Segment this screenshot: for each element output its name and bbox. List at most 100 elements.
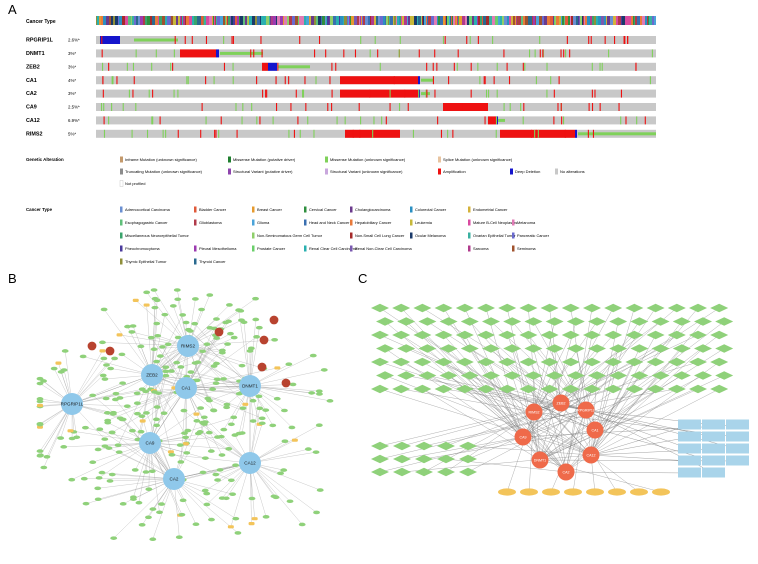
mirna-node	[252, 317, 260, 322]
network-b-edge	[83, 356, 153, 376]
amplification-tick	[436, 62, 438, 71]
mirna-node	[131, 468, 139, 472]
mirna-node	[199, 470, 207, 475]
cancer-strip-segment	[445, 16, 446, 25]
missense-tick	[620, 116, 622, 125]
mirna-node	[418, 317, 437, 326]
cancer-strip-segment	[640, 16, 642, 25]
cancer-strip-segment	[109, 16, 111, 25]
network-b-hub-edge	[71, 374, 153, 405]
drug-node	[167, 450, 174, 454]
amplification-tick	[624, 36, 626, 44]
missense-tick	[336, 116, 338, 125]
mirna-node	[112, 397, 119, 402]
cancer-strip-segment	[131, 16, 132, 25]
mirna-node	[298, 522, 306, 527]
amplification-block	[180, 49, 216, 58]
cancer-strip-segment	[607, 16, 610, 25]
gene-percent: 3%*	[68, 51, 76, 56]
mirna-node	[174, 335, 182, 340]
cancer-strip-segment	[233, 16, 235, 25]
missense-block	[421, 92, 430, 96]
cancer-strip-segment	[592, 16, 594, 25]
alteration-legend-swatch	[120, 156, 123, 163]
amplification-tick	[200, 129, 202, 138]
panel-c-label: C	[358, 271, 367, 286]
cancer-strip-segment	[106, 16, 109, 25]
mirna-node	[36, 399, 44, 404]
network-c-edge	[507, 361, 562, 404]
network-c-edge	[585, 361, 656, 411]
mirna-node	[142, 470, 150, 474]
mirna-node	[176, 443, 184, 447]
mirna-node	[119, 381, 127, 385]
mirna-node	[129, 324, 137, 328]
missense-tick	[522, 116, 524, 125]
cancer-legend-label: Renal Non-Clear Cell Carcinoma	[355, 246, 412, 251]
mirna-node	[226, 303, 233, 307]
mirna-node	[193, 378, 201, 383]
drug-node	[542, 488, 560, 496]
cancer-strip-segment	[376, 16, 378, 25]
cancer-strip-segment	[99, 16, 101, 25]
drug-node	[251, 517, 258, 521]
mirna-node	[199, 420, 206, 425]
gene-percent: 2.6%*	[68, 38, 80, 43]
network-b-edge	[187, 298, 256, 347]
mirna-node	[413, 357, 432, 367]
amplification-tick	[275, 76, 277, 85]
network-c-edge	[506, 411, 535, 493]
mirna-node	[459, 454, 477, 464]
amplification-tick	[434, 49, 436, 58]
network-b-edge	[183, 462, 251, 480]
cancer-legend-swatch	[350, 245, 353, 252]
mirna-node	[108, 430, 116, 435]
drug-node	[242, 402, 249, 406]
mirna-node	[168, 453, 176, 457]
mirna-node	[142, 389, 150, 394]
target-box-node	[678, 419, 701, 430]
mirna-node	[393, 441, 411, 451]
missense-tick	[151, 62, 153, 71]
network-c-hub-label: ZEB2	[557, 401, 566, 405]
mirna-node	[145, 515, 152, 520]
network-b-edge	[173, 478, 236, 519]
cancer-strip-segment	[511, 16, 513, 25]
cancer-strip-segment	[227, 16, 228, 25]
cancer-legend-label: Non-Seminomatous Germ Cell Tumor	[257, 233, 323, 238]
cancer-strip-segment	[477, 16, 478, 25]
cancer-strip-segment	[260, 16, 261, 25]
mirna-node	[281, 408, 288, 413]
missense-tick	[155, 49, 157, 58]
network-b-hub	[61, 393, 83, 415]
deep-deletion-block	[418, 76, 420, 85]
mirna-node	[213, 377, 221, 382]
mirna-node	[82, 425, 89, 430]
cancer-strip-segment	[434, 16, 437, 25]
mirna-node	[208, 517, 215, 522]
mirna-node	[207, 449, 215, 453]
cancer-strip-segment	[247, 16, 248, 25]
mirna-node	[162, 373, 170, 378]
missense-tick	[152, 116, 154, 125]
mirna-node	[519, 384, 538, 394]
target-box-node	[678, 443, 701, 454]
missense-tick	[162, 129, 164, 138]
mirna-node	[392, 384, 411, 394]
cancer-strip-segment	[284, 16, 287, 25]
alteration-legend-label: Missense Mutation (unknown significance)	[330, 157, 406, 162]
network-c-edge	[490, 375, 524, 438]
cancer-legend-swatch	[468, 232, 471, 239]
mirna-node	[269, 423, 277, 428]
mirna-node	[105, 446, 113, 450]
amplification-tick	[483, 76, 485, 85]
gene-percent: 5%*	[68, 131, 76, 136]
mirna-node	[270, 494, 278, 499]
amplification-tick	[484, 76, 486, 85]
amplification-tick	[614, 36, 616, 44]
amplification-tick	[432, 76, 434, 85]
cancer-strip-segment	[404, 16, 407, 25]
amplification-tick	[444, 36, 446, 44]
cancer-strip-segment	[125, 16, 128, 25]
